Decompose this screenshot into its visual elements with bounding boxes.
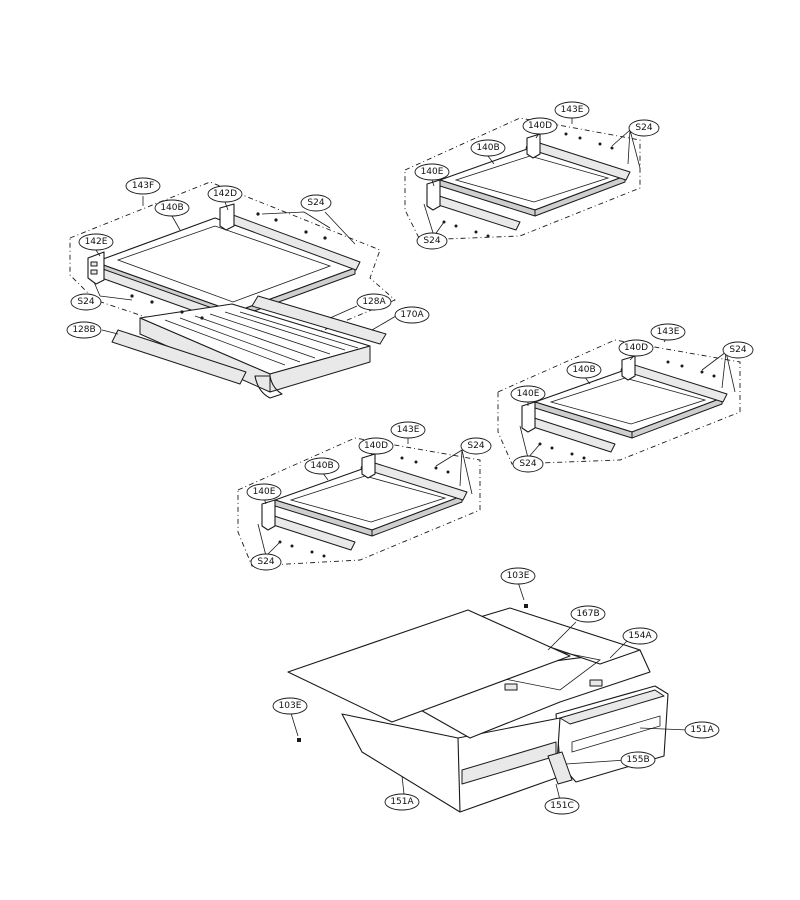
- svg-text:S24: S24: [77, 297, 94, 307]
- callout-S24-top-right-bot: S24: [416, 232, 448, 250]
- callout-S24-mid-right-top: S24: [722, 341, 754, 359]
- slide-rail-128B: [111, 329, 247, 385]
- svg-text:142E: 142E: [85, 237, 108, 247]
- svg-text:155B: 155B: [626, 755, 649, 765]
- callout-142E: 142E: [78, 233, 114, 251]
- callout-103E-left: 103E: [272, 697, 308, 715]
- svg-text:S24: S24: [635, 123, 652, 133]
- svg-text:170A: 170A: [400, 310, 424, 320]
- svg-text:103E: 103E: [507, 571, 530, 581]
- svg-text:142D: 142D: [213, 189, 237, 199]
- callout-151C: 151C: [544, 797, 580, 815]
- bracket-140E-tr: [426, 179, 441, 211]
- svg-text:140D: 140D: [364, 441, 388, 451]
- svg-text:140D: 140D: [624, 343, 648, 353]
- svg-text:140D: 140D: [528, 121, 552, 131]
- bracket-140E-mr: [521, 401, 536, 433]
- callout-140B-left: 140B: [154, 199, 190, 217]
- assembly-boundary-143F: [69, 181, 396, 357]
- svg-text:S24: S24: [729, 345, 746, 355]
- divider-155B: [547, 751, 573, 785]
- bracket-140D-mr: [621, 355, 636, 381]
- svg-text:128A: 128A: [362, 297, 386, 307]
- shelf-assembly-143E-mid-center: [237, 437, 481, 567]
- callout-140D-mid-center: 140D: [358, 437, 394, 455]
- svg-text:140B: 140B: [572, 365, 595, 375]
- callout-S24-mid-center-bot: S24: [250, 553, 282, 571]
- crisper-handle: [254, 375, 283, 399]
- svg-text:S24: S24: [423, 236, 440, 246]
- callout-128B: 128B: [66, 321, 102, 339]
- svg-text:140B: 140B: [160, 203, 183, 213]
- bracket-140D-tr: [526, 133, 541, 159]
- drawer-assembly: [287, 604, 669, 813]
- cover-glass-167B: [287, 609, 571, 723]
- bracket-140E-mc: [261, 499, 276, 531]
- callout-140B-mid-right: 140B: [566, 361, 602, 379]
- svg-text:143E: 143E: [561, 105, 584, 115]
- drawer-151A-right: [555, 685, 669, 783]
- callout-143E-top-right: 143E: [554, 101, 590, 119]
- callout-140B-mid-center: 140B: [304, 457, 340, 475]
- svg-text:140E: 140E: [253, 487, 276, 497]
- bracket-140D-mc: [361, 453, 376, 479]
- shelf-assembly-143F: [69, 181, 396, 399]
- svg-text:103E: 103E: [279, 701, 302, 711]
- shelf-assembly-143E-mid-right: [497, 339, 741, 465]
- callout-S24-left-top: S24: [300, 194, 332, 212]
- bracket-142D: [219, 203, 235, 231]
- callout-142D: 142D: [207, 185, 243, 203]
- callout-143E-mid-right: 143E: [650, 323, 686, 341]
- leader-lines: [93, 118, 736, 801]
- callout-S24-left-bot: S24: [70, 293, 102, 311]
- svg-text:151C: 151C: [550, 801, 573, 811]
- svg-text:S24: S24: [307, 198, 324, 208]
- callout-143F: 143F: [125, 177, 161, 195]
- svg-text:140B: 140B: [476, 143, 499, 153]
- callout-140E-top-right: 140E: [414, 163, 450, 181]
- callout-S24-top-right-top: S24: [628, 119, 660, 137]
- callout-S24-mid-right-bot: S24: [512, 455, 544, 473]
- svg-text:S24: S24: [519, 459, 536, 469]
- svg-text:128B: 128B: [72, 325, 95, 335]
- svg-text:143F: 143F: [132, 181, 154, 191]
- svg-text:143E: 143E: [657, 327, 680, 337]
- slide-rail-128A: [251, 295, 387, 345]
- svg-text:S24: S24: [467, 441, 484, 451]
- svg-text:140B: 140B: [310, 461, 333, 471]
- callout-167B: 167B: [570, 605, 606, 623]
- svg-text:151A: 151A: [690, 725, 714, 735]
- svg-text:S24: S24: [257, 557, 274, 567]
- svg-text:154A: 154A: [628, 631, 652, 641]
- callout-103E-top: 103E: [500, 567, 536, 585]
- cover-back-rail: [469, 607, 641, 665]
- callout-170A: 170A: [394, 306, 430, 324]
- callout-151A-left: 151A: [384, 793, 420, 811]
- svg-text:140E: 140E: [421, 167, 444, 177]
- callout-155B: 155B: [620, 751, 656, 769]
- callout-128A: 128A: [356, 293, 392, 311]
- callout-154A: 154A: [622, 627, 658, 645]
- svg-text:151A: 151A: [390, 797, 414, 807]
- callout-140D-top-right: 140D: [522, 117, 558, 135]
- callout-140E-mid-center: 140E: [246, 483, 282, 501]
- screw-103E-top: [524, 604, 528, 608]
- glass-shelf-140B: [94, 217, 356, 313]
- callout-143E-mid-center: 143E: [390, 421, 426, 439]
- shelf-assembly-143E-top-right: [404, 117, 641, 241]
- callout-140E-mid-right: 140E: [510, 385, 546, 403]
- bracket-142E: [87, 251, 105, 285]
- callout-151A-right: 151A: [684, 721, 720, 739]
- screw-103E-left: [297, 738, 301, 742]
- callout-140D-mid-right: 140D: [618, 339, 654, 357]
- callout-S24-mid-center-top: S24: [460, 437, 492, 455]
- callout-140B-top-right: 140B: [470, 139, 506, 157]
- svg-text:143E: 143E: [397, 425, 420, 435]
- svg-text:140E: 140E: [517, 389, 540, 399]
- svg-text:167B: 167B: [576, 609, 599, 619]
